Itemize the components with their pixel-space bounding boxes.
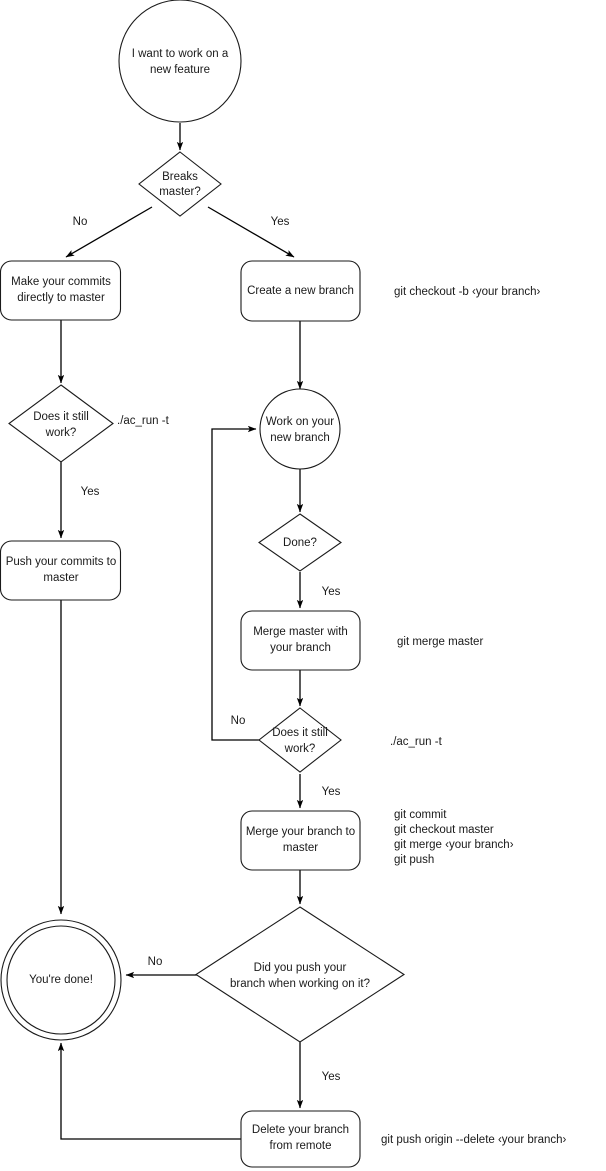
annotation-merge-cmd-4: git push <box>394 854 434 866</box>
node-start-label-1: I want to work on a <box>132 48 229 60</box>
node-start-label-2: new feature <box>150 64 210 76</box>
node-push-commits-label-1: Push your commits to <box>6 556 117 568</box>
node-delete-branch-label-1: Delete your branch <box>252 1124 349 1136</box>
edge-breaks-no <box>65 206 153 258</box>
annotation-merge-cmd-1: git commit <box>394 809 447 821</box>
node-did-you-push[interactable]: Did you push your branch when working on… <box>194 906 406 1043</box>
node-breaks-master[interactable]: Breaks master? <box>138 151 222 217</box>
node-create-branch[interactable]: Create a new branch <box>240 260 361 322</box>
node-work-on-branch-label-1: Work on your <box>266 416 334 428</box>
edge-breaks-yes <box>207 206 295 258</box>
annotation-checkout-b: git checkout -b ‹your branch› <box>394 286 541 298</box>
node-youre-done[interactable]: You're done! <box>0 919 122 1041</box>
node-push-commits[interactable]: Push your commits to master <box>0 540 122 601</box>
node-merge-branch-label-2: master <box>283 842 318 854</box>
node-did-you-push-label-1: Did you push your <box>254 962 347 974</box>
node-does-it-work-right[interactable]: Does it still work? <box>258 707 342 773</box>
node-does-it-work-left-label-2: work? <box>45 427 77 439</box>
edge-label-breaks-no: No <box>73 216 88 228</box>
node-make-commits-label-2: directly to master <box>17 292 105 304</box>
node-merge-master-label-2: your branch <box>270 642 331 654</box>
annotation-ac-run-right: ./ac_run -t <box>390 736 443 748</box>
node-does-it-work-right-label-1: Does it still <box>272 727 328 739</box>
edge-label-didpush-no: No <box>148 956 163 968</box>
annotations-layer: git checkout -b ‹your branch› ./ac_run -… <box>117 286 567 1146</box>
edge-doeswork-right-no-loop <box>211 425 262 741</box>
node-does-it-work-left-label-1: Does it still <box>33 411 89 423</box>
edges-layer <box>57 123 304 1140</box>
node-start[interactable]: I want to work on a new feature <box>118 0 242 123</box>
edge-label-doeswork-left-yes: Yes <box>81 486 100 498</box>
node-breaks-master-label-1: Breaks <box>162 171 198 183</box>
node-merge-branch[interactable]: Merge your branch to master <box>240 810 361 871</box>
node-work-on-branch-label-2: new branch <box>270 432 329 444</box>
edge-label-breaks-yes: Yes <box>271 216 290 228</box>
node-does-it-work-left[interactable]: Does it still work? <box>8 384 114 463</box>
node-push-commits-label-2: master <box>43 572 78 584</box>
node-done-question[interactable]: Done? <box>258 513 342 572</box>
annotation-merge-master-cmd: git merge master <box>397 636 483 648</box>
edge-labels-layer: No Yes Yes Yes No Yes No Yes <box>73 216 341 1083</box>
edge-label-doeswork-right-no: No <box>231 715 246 727</box>
edge-label-didpush-yes: Yes <box>322 1071 341 1083</box>
annotation-merge-cmd-2: git checkout master <box>394 824 494 836</box>
node-breaks-master-label-2: master? <box>159 186 201 198</box>
node-youre-done-label: You're done! <box>29 974 93 986</box>
annotation-ac-run-left: ./ac_run -t <box>117 415 170 427</box>
node-done-question-label-1: Done? <box>283 537 317 549</box>
annotation-merge-cmd-3: git merge ‹your branch› <box>394 839 514 851</box>
node-does-it-work-right-label-2: work? <box>284 743 316 755</box>
node-delete-branch[interactable]: Delete your branch from remote <box>240 1110 361 1168</box>
edge-label-doeswork-right-yes: Yes <box>322 786 341 798</box>
node-delete-branch-label-2: from remote <box>270 1140 332 1152</box>
node-merge-branch-label-1: Merge your branch to <box>246 826 355 838</box>
node-merge-master-label-1: Merge master with <box>253 626 348 638</box>
node-create-branch-label-1: Create a new branch <box>247 285 354 297</box>
node-merge-master[interactable]: Merge master with your branch <box>240 610 361 671</box>
edge-deletebranch-to-done <box>57 1042 241 1140</box>
node-make-commits[interactable]: Make your commits directly to master <box>0 260 122 321</box>
node-work-on-branch[interactable]: Work on your new branch <box>259 388 341 470</box>
annotation-delete-remote-cmd: git push origin --delete ‹your branch› <box>381 1134 567 1146</box>
node-did-you-push-label-2: branch when working on it? <box>230 978 370 990</box>
edge-label-done-yes: Yes <box>322 586 341 598</box>
node-make-commits-label-1: Make your commits <box>11 276 111 288</box>
